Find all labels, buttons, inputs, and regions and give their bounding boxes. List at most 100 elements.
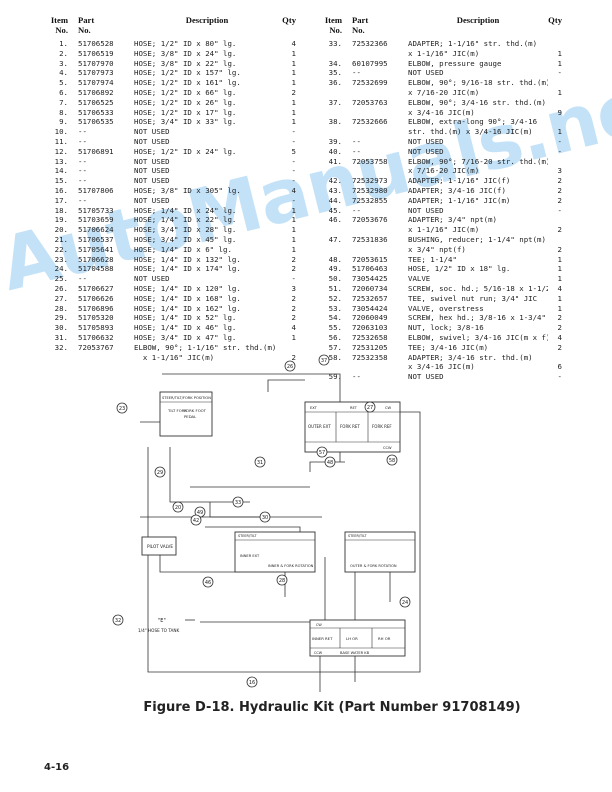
part-number: 51705320 (78, 313, 114, 323)
parts-row: 41. 72053758 ELBOW, 90°; 7/16-20 str. thd.… (318, 157, 562, 167)
item-number (318, 225, 342, 235)
callout: 26 (284, 360, 296, 372)
part-number: 51706628 (78, 254, 114, 264)
part-quantity (548, 39, 562, 49)
item-number: 19. (54, 215, 68, 225)
callout-label: 32 (115, 618, 121, 624)
item-number: 8. (59, 107, 68, 117)
part-description: x 1-1/16" JIC(m) (408, 225, 480, 235)
part-number: 72053758 (352, 156, 388, 166)
part-description: NOT USED (134, 176, 170, 186)
item-number: 44. (328, 195, 342, 205)
item-number: 47. (328, 234, 342, 244)
callout-label: 49 (197, 510, 203, 516)
part-number: 51706535 (78, 117, 114, 127)
parts-row: 35.--NOT USED- (318, 68, 562, 78)
valve2-port-ccw: CCW (383, 446, 392, 450)
valve5-col3: RH OR (378, 636, 391, 641)
item-number (44, 353, 68, 363)
part-description: str. thd.(m) x 3/4-16 JIC(m) (408, 127, 533, 137)
part-description: HOSE; 3/4" ID x 33" lg. (134, 117, 237, 127)
callout: 31 (254, 456, 266, 468)
item-number: 51. (328, 283, 342, 293)
part-number: 72532855 (352, 195, 388, 205)
part-quantity: 2 (291, 254, 296, 264)
item-number: 21. (54, 234, 68, 244)
callout-label: 37 (321, 358, 327, 364)
callout-circle (276, 574, 288, 586)
part-number: 51703659 (78, 215, 114, 225)
part-number: 72532657 (352, 293, 388, 303)
hydraulic-schematic: STEER/TILT/FORK POSITION TILT FORK FORK … (112, 354, 421, 692)
part-quantity: 2 (291, 293, 296, 303)
callout: 20 (172, 501, 184, 513)
item-number: 41. (328, 156, 342, 166)
valve1-col1: TILT FORK (167, 408, 187, 413)
callout: 29 (154, 466, 166, 478)
valve-block-outer-fork: OUTER EXT FORK RET FORK REF CW CCW EXT R… (304, 401, 401, 453)
part-quantity: 2 (557, 323, 562, 333)
part-description: HOSE; 3/4" ID x 28" lg. (134, 225, 237, 235)
valve3-col1: INNER EXT (240, 554, 260, 558)
part-quantity: 2 (557, 195, 562, 205)
part-number: 51707970 (78, 58, 114, 68)
part-number: 72531836 (352, 234, 388, 244)
parts-row: 59.--NOT USED- (318, 372, 562, 382)
item-number: 32. (54, 342, 68, 352)
part-quantity: 2 (557, 244, 562, 254)
part-description: ELBOW, 90°; 7/16-20 str. thd.(m) (408, 156, 548, 166)
part-quantity: 1 (557, 293, 562, 303)
part-quantity: 2 (557, 185, 562, 195)
valve-block-outer-rotation: STEER/TILT OUTER & FORK ROTATION (344, 531, 416, 573)
part-description: x 3/4" npt(f) (408, 244, 466, 254)
callout-circle (254, 456, 266, 468)
callout-label: 58 (389, 458, 395, 464)
valve4-col1: OUTER & FORK ROTATION (350, 564, 397, 568)
part-quantity: 2 (557, 176, 562, 186)
part-number: 51706627 (78, 283, 114, 293)
part-number: -- (352, 205, 361, 215)
item-number: 58. (328, 352, 342, 362)
part-quantity: 1 (291, 332, 296, 342)
part-quantity: - (291, 156, 296, 166)
part-quantity: 2 (291, 313, 296, 323)
header-qty: Qty (548, 15, 562, 25)
part-description: HOSE; 1/4" ID x 6" lg. (134, 244, 232, 254)
part-quantity: 1 (557, 48, 562, 58)
part-number: 51706519 (78, 48, 114, 58)
valve3-col2: INNER & FORK ROTATION (268, 564, 314, 568)
item-number: 10. (54, 127, 68, 137)
part-quantity: 2 (291, 352, 296, 362)
parts-row: x 1-1/16" JIC(m)2 (44, 353, 296, 363)
part-quantity: 1 (557, 264, 562, 274)
part-number: 51707973 (78, 68, 114, 78)
part-number (342, 225, 402, 235)
parts-row: x 3/4-16 JIC(m)9 (318, 108, 562, 118)
part-quantity: - (291, 274, 296, 284)
part-quantity: 1 (291, 97, 296, 107)
part-description: TEE; 3/4-16 JIC(m) (408, 342, 489, 352)
item-number: 22. (54, 244, 68, 254)
part-description: NOT USED (134, 195, 170, 205)
part-number (342, 245, 402, 255)
part-description: ELBOW, pressure gauge (408, 58, 502, 68)
part-description: NOT USED (408, 136, 444, 146)
parts-row: 40.--NOT USED- (318, 147, 562, 157)
part-number: 51706537 (78, 234, 114, 244)
callout-label: 42 (193, 518, 199, 524)
part-description: ADAPTER; 3/4" npt(m) (408, 215, 497, 225)
